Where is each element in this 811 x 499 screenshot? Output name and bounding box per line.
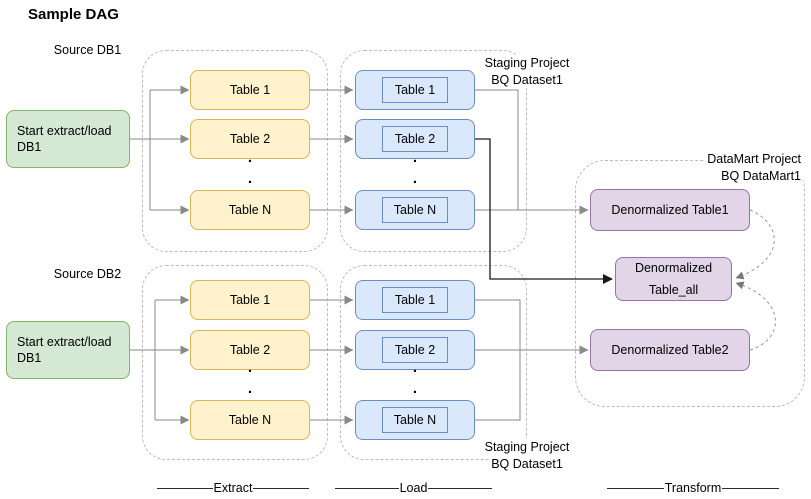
datamart-label: DataMart Project BQ DataMart1 — [705, 151, 803, 184]
diagram-title: Sample DAG — [28, 6, 119, 23]
extract-table-2-db2: Table 2 — [190, 330, 310, 370]
load-table-n-db2: Table N — [355, 400, 475, 440]
denormalized-table-all-node: Denormalized Table_all — [615, 257, 732, 301]
extract-table-1-db1: Table 1 — [190, 70, 310, 110]
load-table-1-db2: Table 1 — [355, 280, 475, 320]
table-icon-frame: Table 1 — [382, 76, 448, 104]
table-icon-frame: Table 2 — [382, 336, 448, 364]
rule-line — [253, 487, 309, 489]
load-table-2-db2: Table 2 — [355, 330, 475, 370]
extract-table-n-db1: Table N — [190, 190, 310, 230]
start-node-db1: Start extract/load DB1 — [6, 110, 130, 168]
rule-line — [335, 487, 399, 489]
source-db2-label: Source DB2 — [51, 266, 124, 283]
rule-line — [722, 487, 779, 489]
ellipsis-dots: .. — [247, 149, 253, 187]
rule-line — [157, 487, 213, 489]
phase-load: Load — [335, 480, 492, 496]
extract-table-1-db2: Table 1 — [190, 280, 310, 320]
load-group-db2 — [340, 265, 527, 460]
source-db1-label: Source DB1 — [51, 42, 124, 59]
datamart-group — [575, 160, 805, 407]
phase-transform: Transform — [607, 480, 779, 496]
extract-table-n-db2: Table N — [190, 400, 310, 440]
ellipsis-dots: .. — [412, 149, 418, 187]
staging-label-db2: Staging Project BQ Dataset1 — [482, 439, 572, 472]
ellipsis-dots: .. — [247, 359, 253, 397]
table-icon-frame: Table N — [382, 406, 448, 434]
load-table-n-db1: Table N — [355, 190, 475, 230]
load-table-1-db1: Table 1 — [355, 70, 475, 110]
extract-table-2-db1: Table 2 — [190, 119, 310, 159]
phase-extract: Extract — [157, 480, 309, 496]
rule-line — [428, 487, 492, 489]
ellipsis-dots: .. — [412, 359, 418, 397]
table-icon-frame: Table N — [382, 196, 448, 224]
start-node-db2: Start extract/load DB1 — [6, 321, 130, 379]
load-group-db1 — [340, 50, 527, 252]
load-table-2-db1: Table 2 — [355, 119, 475, 159]
extract-group-db2 — [142, 265, 328, 460]
denormalized-table2-node: Denormalized Table2 — [590, 329, 750, 371]
denormalized-table1-node: Denormalized Table1 — [590, 189, 750, 231]
table-icon-frame: Table 1 — [382, 286, 448, 314]
table-icon-frame: Table 2 — [382, 125, 448, 153]
staging-label-db1: Staging Project BQ Dataset1 — [482, 55, 572, 88]
extract-group-db1 — [142, 50, 328, 252]
rule-line — [607, 487, 664, 489]
